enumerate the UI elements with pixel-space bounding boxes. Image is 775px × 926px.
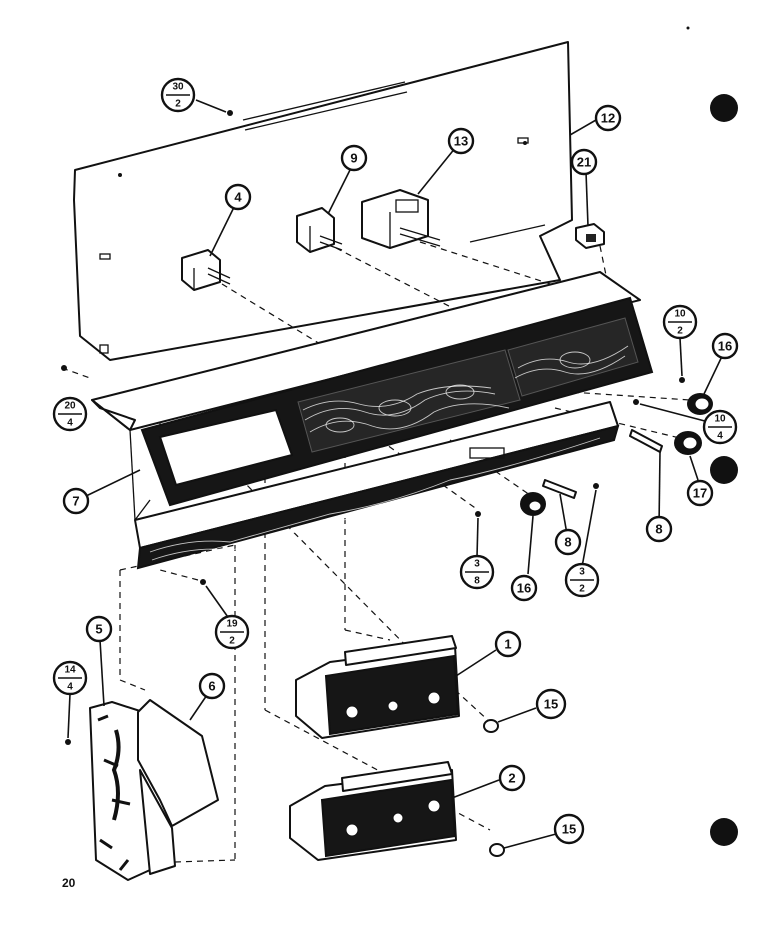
switch-13: [361, 189, 441, 249]
callout-5: 5: [85, 615, 113, 643]
svg-text:30: 30: [172, 82, 184, 93]
svg-text:16: 16: [517, 581, 531, 596]
callout-2: 2: [498, 764, 526, 792]
svg-text:3: 3: [474, 559, 480, 570]
shaft-8-right: [629, 429, 663, 453]
fraction-callout-3-8: 38: [459, 554, 495, 590]
svg-text:7: 7: [72, 494, 79, 509]
svg-text:4: 4: [67, 682, 73, 693]
binder-holes: [686, 26, 738, 846]
callout-9: 9: [340, 144, 368, 172]
callout-21: 21: [570, 148, 598, 176]
fraction-callout-20-4: 20 4: [52, 396, 88, 432]
knob-16: [520, 492, 546, 516]
knob-18: [687, 393, 713, 415]
svg-text:5: 5: [95, 622, 102, 637]
switch-4: [181, 249, 231, 291]
callout-15-top: 15: [535, 688, 567, 720]
svg-text:15: 15: [562, 822, 576, 837]
callout-15-bottom: 15: [553, 813, 585, 845]
svg-text:15: 15: [544, 697, 558, 712]
svg-text:3: 3: [579, 567, 585, 578]
fraction-callout-14-4: 14 4: [52, 660, 88, 696]
callout-7: 7: [62, 487, 90, 515]
fraction-callout-30-2: 30 2: [160, 77, 196, 113]
svg-text:14: 14: [64, 665, 76, 676]
svg-text:9: 9: [350, 151, 357, 166]
svg-text:21: 21: [577, 155, 591, 170]
knob-17: [674, 431, 702, 455]
switch-9: [296, 207, 343, 253]
svg-text:16: 16: [718, 339, 732, 354]
svg-text:2: 2: [508, 771, 515, 786]
callout-16: 16: [510, 574, 538, 602]
shaft-8-center: [542, 479, 577, 499]
fraction-callout-10-4: 10 4: [702, 409, 738, 445]
callout-17: 17: [686, 479, 714, 507]
fraction-callout-3-2: 32: [564, 562, 600, 598]
svg-text:4: 4: [234, 190, 242, 205]
svg-text:4: 4: [717, 431, 723, 442]
svg-text:2: 2: [229, 636, 235, 647]
control-panel: [91, 271, 654, 570]
svg-text:17: 17: [693, 486, 707, 501]
svg-text:8: 8: [655, 522, 662, 537]
page-number: 20: [62, 876, 76, 890]
fraction-callout-10-2: 10 2: [662, 304, 698, 340]
svg-text:1: 1: [504, 637, 511, 652]
fraction-callout-19-2: 19 2: [214, 614, 250, 650]
svg-text:13: 13: [454, 134, 468, 149]
clock-module-2: [289, 761, 457, 861]
nut-15-b: [489, 843, 505, 857]
leader-lines: [67, 99, 726, 849]
svg-text:19: 19: [226, 619, 238, 630]
clock-module-1: [295, 635, 460, 739]
svg-text:4: 4: [67, 418, 73, 429]
callout-8-center: 8: [554, 528, 582, 556]
svg-text:6: 6: [208, 679, 215, 694]
bracket-6: [137, 699, 219, 875]
svg-text:8: 8: [564, 535, 571, 550]
svg-text:10: 10: [714, 414, 726, 425]
screws: [61, 365, 685, 745]
nut-15-a: [483, 719, 499, 733]
svg-text:2: 2: [677, 326, 683, 337]
switch-21: [575, 223, 605, 249]
svg-text:10: 10: [674, 309, 686, 320]
callout-1: 1: [494, 630, 522, 658]
svg-text:20: 20: [64, 401, 76, 412]
svg-text:8: 8: [474, 576, 480, 587]
svg-text:2: 2: [579, 584, 585, 595]
callout-12: 12: [594, 104, 622, 132]
svg-text:2: 2: [175, 99, 181, 110]
callout-6: 6: [198, 672, 226, 700]
callout-13: 13: [447, 127, 475, 155]
callout-4: 4: [224, 183, 252, 211]
svg-text:12: 12: [601, 111, 615, 126]
callout-8-right: 8: [645, 515, 673, 543]
callout-18: 16: [711, 332, 739, 360]
